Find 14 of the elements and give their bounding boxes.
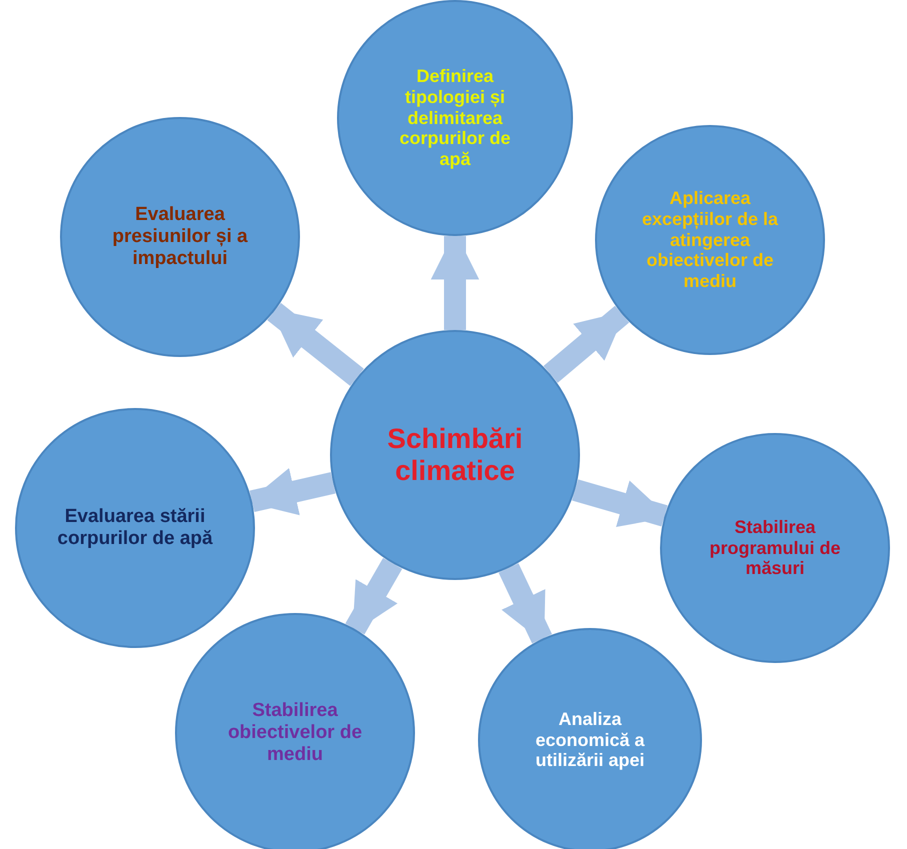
block-arrow xyxy=(345,558,402,634)
node-label: Stabilirea obiectivelor de mediu xyxy=(226,700,364,766)
node-label: Evaluarea presiunilor și a impactului xyxy=(111,204,249,270)
node-label: Definirea tipologiei și delimitarea corpurilor de apă xyxy=(398,66,512,170)
block-arrow xyxy=(572,479,670,527)
block-arrow xyxy=(543,306,630,383)
block-arrow xyxy=(498,563,552,644)
block-arrow xyxy=(247,468,336,516)
node-label: Analiza economică a utilizării apei xyxy=(534,708,646,772)
node-label: Schimbări climatice xyxy=(386,422,524,488)
node-label: Stabilirea programului de măsuri xyxy=(708,516,842,580)
node-label: Evaluarea stării corpurilor de apă xyxy=(56,506,214,550)
block-arrow xyxy=(267,302,364,386)
node-label: Aplicarea excepțiilor de la atingerea obiectivelor de mediu xyxy=(640,188,780,292)
